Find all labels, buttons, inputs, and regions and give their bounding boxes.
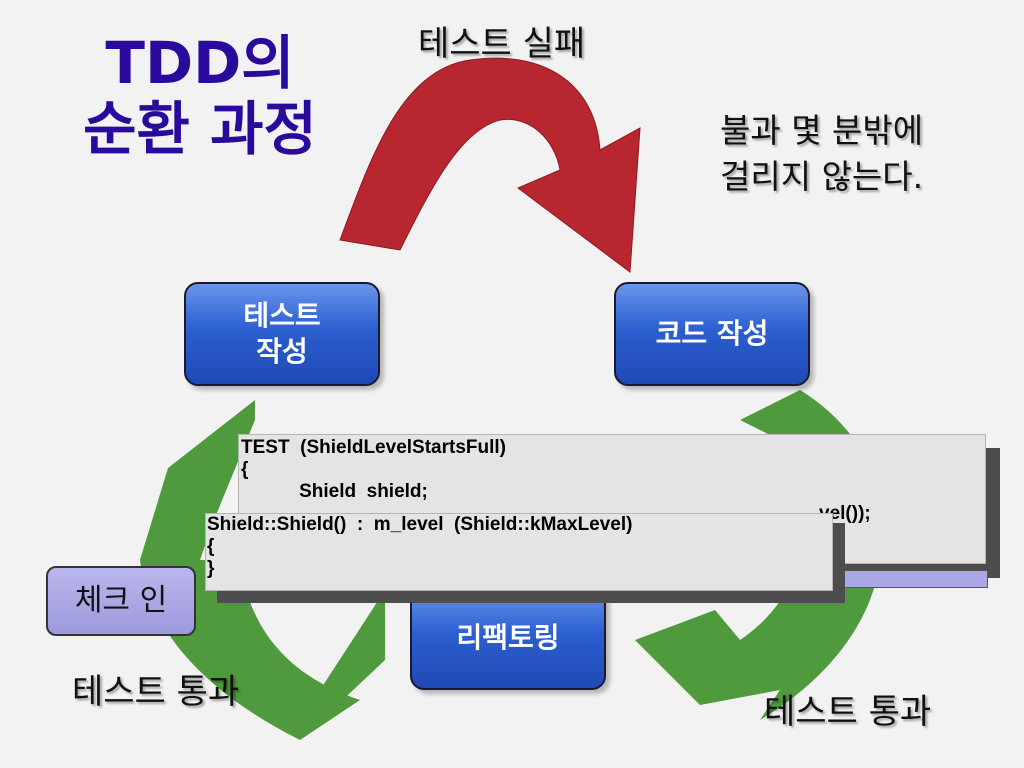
red-arrow-test-fail	[339, 57, 641, 273]
box-refactoring: 리팩토링	[410, 586, 606, 690]
refactoring-label: 리팩토링	[456, 621, 560, 654]
code-back-line-2: {	[241, 459, 249, 480]
write-test-line-1: 테스트	[243, 299, 321, 332]
caption-test-pass-right: 테스트 통과	[764, 692, 932, 732]
write-code-label: 코드 작성	[655, 317, 769, 350]
code-front-line-3: }	[207, 558, 215, 579]
page-title: TDD의 순환 과정	[50, 30, 350, 162]
note-line-1: 불과 몇 분밖에	[720, 111, 924, 150]
code-back-line-3: Shield shield;	[241, 481, 428, 502]
title-line-1: TDD의	[105, 29, 295, 97]
box-write-test: 테스트 작성	[184, 282, 380, 386]
code-panel-impl: Shield::Shield() : m_level (Shield::kMax…	[205, 513, 833, 591]
code-front-line-2: {	[207, 536, 215, 557]
code-back-line-1: TEST (ShieldLevelStartsFull)	[241, 437, 506, 458]
caption-test-pass-left: 테스트 통과	[72, 672, 240, 712]
green-arrow-left	[140, 400, 360, 740]
box-check-in: 체크 인	[46, 566, 196, 636]
code-front-line-1: Shield::Shield() : m_level (Shield::kMax…	[207, 514, 633, 535]
caption-test-fail: 테스트 실패	[418, 24, 586, 64]
green-arrow-left-tail	[300, 590, 385, 740]
box-write-code: 코드 작성	[614, 282, 810, 386]
caption-time-note: 불과 몇 분밖에 걸리지 않는다.	[720, 108, 923, 200]
code-back-tab	[840, 570, 988, 588]
title-line-2: 순환 과정	[83, 95, 317, 163]
note-line-2: 걸리지 않는다.	[720, 157, 924, 196]
write-test-line-2: 작성	[256, 335, 308, 368]
